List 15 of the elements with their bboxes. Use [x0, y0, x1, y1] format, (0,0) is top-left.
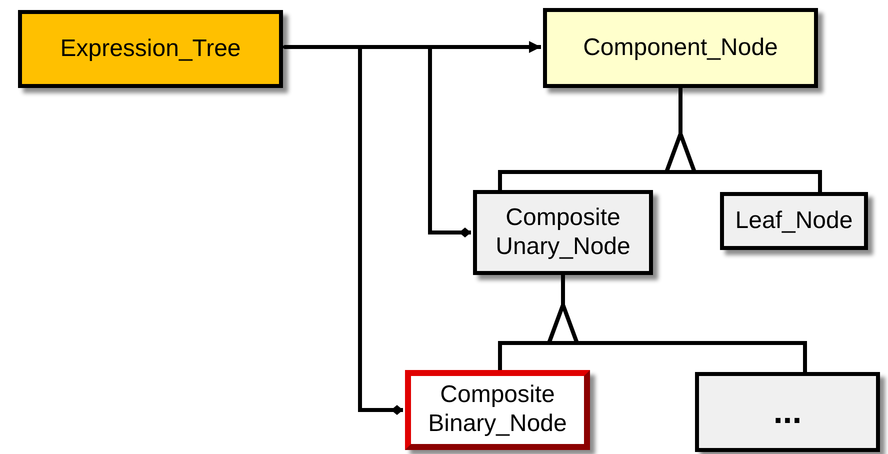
class-box: [720, 192, 868, 250]
class-name: Expression_Tree: [60, 34, 241, 64]
highlighted-class-box: [405, 370, 590, 450]
class-name: Composite Unary_Node: [494, 204, 632, 262]
class-box: [18, 10, 283, 88]
class-box: [543, 8, 818, 88]
connector-arrow: [284, 41, 541, 53]
inheritance-arrow: [664, 88, 822, 192]
class-name: Component_Node: [583, 34, 778, 62]
class-name: Composite Binary_Node: [427, 381, 568, 439]
class-name: ...: [773, 392, 802, 432]
class-box: [473, 190, 653, 275]
inheritance-arrow: [547, 275, 807, 372]
class-box: [695, 372, 880, 452]
class-name: Leaf_Node: [735, 206, 853, 236]
